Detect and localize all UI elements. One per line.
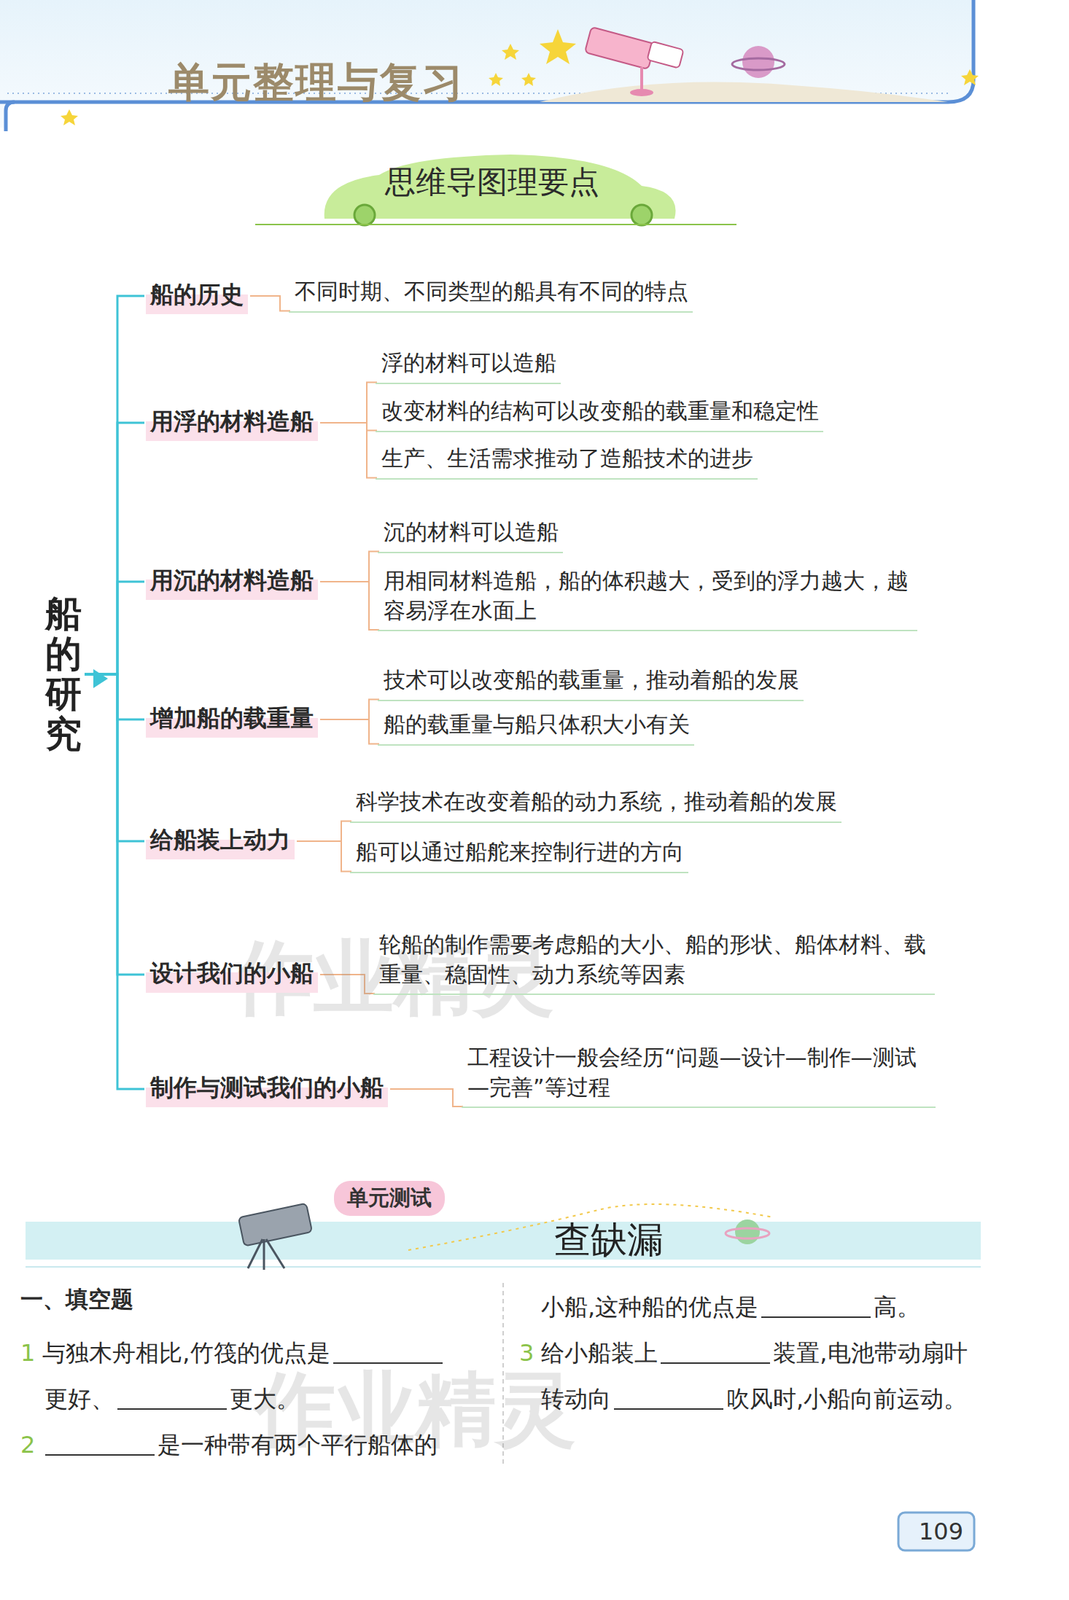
answer-blank	[613, 1385, 724, 1411]
node-text: 用相同材料造船，船的体积越大，受到的浮力越大，越容易浮在水面上	[383, 566, 913, 626]
connector	[296, 841, 352, 873]
question-number: 2	[20, 1431, 36, 1460]
question-text: 更好、	[44, 1385, 115, 1414]
connector	[320, 422, 377, 431]
page-number: 109	[918, 1518, 964, 1546]
connector	[84, 674, 145, 975]
node-text: 船的历史	[150, 279, 244, 312]
branch-topic: 设计我们的小船	[145, 956, 318, 994]
node-text: 船的研究	[45, 594, 82, 755]
connector	[320, 581, 380, 631]
question-text: 是一种带有两个平行船体的	[157, 1431, 438, 1460]
connector	[84, 674, 145, 1090]
connector	[84, 674, 145, 720]
question-text: 小船,这种船的优点是	[541, 1293, 759, 1322]
question: 2 是一种带有两个平行船体的	[20, 1422, 502, 1469]
node-text: 船的载重量与船只体积大小有关	[383, 710, 690, 741]
branch-topic: 船的历史	[145, 277, 248, 315]
leaf-note: 技术可以改变船的载重量，推动着船的发展	[377, 664, 804, 702]
leaf-note: 生产、生活需求推动了造船技术的进步	[375, 442, 758, 480]
branch-topic: 用沉的材料造船	[145, 563, 318, 601]
question: 3给小船装上装置,电池带动扇叶转动向吹风时,小船向前运动。	[519, 1330, 986, 1423]
question-text: 高。	[873, 1293, 921, 1322]
connector	[84, 674, 145, 842]
branch-topic: 增加船的载重量	[145, 701, 318, 738]
connector	[320, 422, 377, 479]
question: 小船,这种船的优点是 高。	[541, 1284, 994, 1331]
node-text: 工程设计一般会经历“问题—设计—制作—测试—完善”等过程	[467, 1043, 932, 1103]
answer-blank	[117, 1385, 227, 1411]
leaf-note: 沉的材料可以造船	[377, 516, 563, 554]
question-text: 更大。	[229, 1385, 300, 1414]
question-number: 3	[519, 1339, 534, 1368]
connector	[84, 296, 145, 675]
branch-topic: 用浮的材料造船	[145, 404, 318, 442]
answer-blank	[761, 1293, 871, 1319]
connector	[320, 719, 380, 745]
leaf-note: 轮船的制作需要考虑船的大小、船的形状、船体材料、载重量、稳固性、动力系统等因素	[373, 928, 935, 996]
leaf-note: 工程设计一般会经历“问题—设计—制作—测试—完善”等过程	[461, 1042, 936, 1109]
branch-topic: 给船装上动力	[145, 823, 295, 860]
leaf-note: 改变材料的结构可以改变船的载重量和稳定性	[375, 395, 824, 433]
answer-blank	[660, 1339, 771, 1365]
connector	[84, 581, 145, 675]
node-text: 设计我们的小船	[150, 958, 314, 991]
node-text: 技术可以改变船的载重量，推动着船的发展	[383, 665, 800, 696]
answer-blank	[45, 1431, 155, 1457]
question: 1与独木舟相比,竹筏的优点是更好、 更大。	[20, 1330, 502, 1423]
node-text: 给船装上动力	[150, 824, 291, 857]
heading: 思维导图理要点	[385, 161, 600, 203]
branch-topic: 制作与测试我们的小船	[145, 1071, 388, 1108]
node-text: 生产、生活需求推动了造船技术的进步	[381, 444, 754, 474]
question-type: 一、填空题	[20, 1284, 134, 1316]
question-text: 与独木舟相比,竹筏的优点是	[42, 1339, 330, 1368]
node-text: 制作与测试我们的小船	[150, 1072, 384, 1105]
connector	[320, 552, 380, 583]
leaf-note: 用相同材料造船，船的体积越大，受到的浮力越大，越容易浮在水面上	[377, 565, 918, 632]
section-tag: 单元测试	[333, 1181, 445, 1217]
root-topic: 船的研究	[45, 594, 82, 755]
page-title: 单元整理与复习	[168, 55, 465, 111]
node-text: 轮船的制作需要考虑船的大小、船的形状、船体材料、载重量、稳固性、动力系统等因素	[379, 930, 931, 990]
leaf-note: 船的载重量与船只体积大小有关	[377, 708, 695, 746]
node-text: 船可以通过船舵来控制行进的方向	[355, 837, 684, 868]
node-text: 浮的材料可以造船	[381, 348, 557, 379]
question-number: 1	[20, 1339, 36, 1368]
node-text: 用浮的材料造船	[150, 406, 314, 439]
connector	[320, 700, 380, 721]
connector	[84, 422, 145, 675]
question-text: 吹风时,小船向前运动。	[726, 1385, 967, 1414]
node-text: 改变材料的结构可以改变船的载重量和稳定性	[381, 396, 819, 427]
leaf-note: 船可以通过船舵来控制行进的方向	[350, 836, 689, 874]
connector	[296, 821, 352, 843]
node-text: 科学技术在改变着船的动力系统，推动着船的发展	[355, 787, 838, 818]
node-text: 沉的材料可以造船	[383, 517, 559, 548]
answer-blank	[333, 1339, 443, 1365]
section-heading: 查缺漏	[554, 1216, 664, 1266]
node-text: 不同时期、不同类型的船具有不同的特点	[294, 277, 689, 307]
node-text: 增加船的载重量	[150, 702, 314, 736]
leaf-note: 科学技术在改变着船的动力系统，推动着船的发展	[350, 786, 842, 824]
question-text: 给小船装上	[541, 1339, 658, 1368]
node-text: 用沉的材料造船	[150, 565, 314, 598]
leaf-note: 不同时期、不同类型的船具有不同的特点	[288, 275, 693, 313]
connector	[250, 296, 291, 312]
connector	[390, 1089, 464, 1107]
connector	[320, 382, 377, 424]
leaf-note: 浮的材料可以造船	[375, 347, 561, 385]
